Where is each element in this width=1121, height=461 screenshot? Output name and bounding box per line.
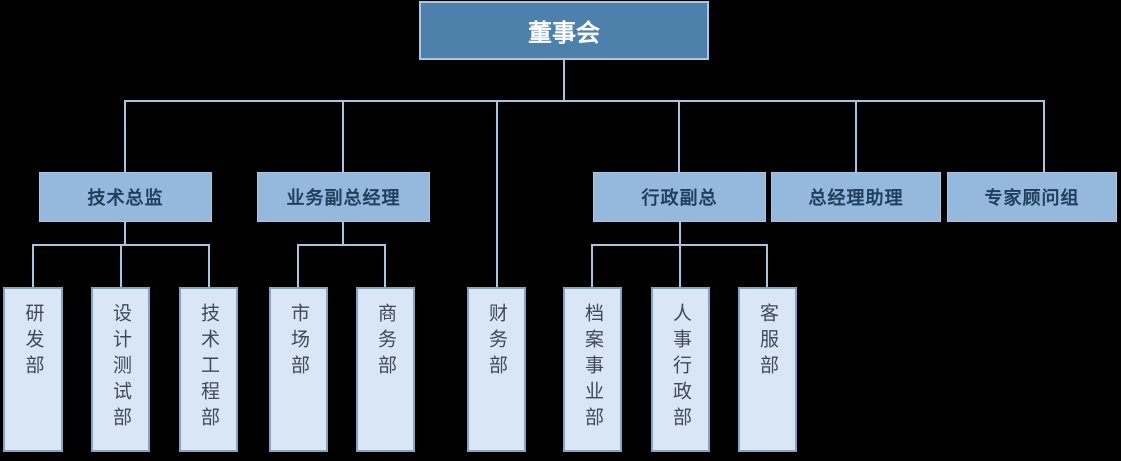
node-label: 技术工程部	[198, 303, 219, 433]
node-archives-dept[interactable]: 档案事业部	[563, 287, 622, 452]
node-label: 人事行政部	[670, 303, 691, 433]
node-tech-director[interactable]: 技术总监	[39, 172, 212, 222]
connector-hbar-admin-vp	[591, 244, 768, 246]
node-hr-admin-dept[interactable]: 人事行政部	[651, 287, 710, 452]
node-customer-service-dept[interactable]: 客服部	[738, 287, 797, 452]
node-label: 行政副总	[641, 188, 718, 208]
node-label: 财务部	[486, 303, 507, 381]
connector-drop-customer-service-dept	[766, 246, 768, 287]
node-label: 档案事业部	[582, 303, 603, 433]
connector-root-stub	[563, 60, 565, 100]
connector-drop-gm-assistant	[855, 102, 857, 172]
node-label: 市场部	[288, 303, 309, 381]
connector-stub-admin-vp	[679, 222, 681, 244]
connector-hbar-tech-director	[32, 244, 210, 246]
connector-drop-hr-admin-dept	[679, 246, 681, 287]
connector-drop-design-testing-dept	[120, 246, 122, 287]
node-design-testing-dept[interactable]: 设计测试部	[91, 287, 150, 452]
node-label: 董事会	[528, 20, 600, 47]
connector-drop-marketing-dept	[297, 246, 299, 287]
connector-drop-admin-vp	[678, 102, 680, 172]
connector-stub-tech-director	[124, 222, 126, 244]
node-tech-engineering-dept[interactable]: 技术工程部	[179, 287, 238, 452]
connector-bus	[124, 100, 1045, 102]
connector-drop-business-vp	[342, 102, 344, 172]
connector-drop-commerce-dept	[384, 246, 386, 287]
node-expert-advisors[interactable]: 专家顾问组	[947, 172, 1117, 222]
connector-drop-expert-advisors	[1043, 102, 1045, 172]
connector-drop-tech-engineering-dept	[208, 246, 210, 287]
node-admin-vp[interactable]: 行政副总	[593, 172, 766, 222]
node-label: 商务部	[375, 303, 396, 381]
node-label: 设计测试部	[110, 303, 131, 433]
node-label: 研发部	[22, 303, 44, 381]
node-board[interactable]: 董事会	[419, 1, 709, 60]
node-business-vp[interactable]: 业务副总经理	[257, 172, 430, 222]
connector-drop-tech-director	[124, 102, 126, 172]
node-label: 客服部	[757, 303, 778, 381]
node-gm-assistant[interactable]: 总经理助理	[771, 172, 941, 222]
node-label: 专家顾问组	[984, 188, 1080, 208]
connector-drop-finance-dept	[496, 102, 498, 287]
node-label: 总经理助理	[808, 188, 904, 208]
node-commerce-dept[interactable]: 商务部	[356, 287, 415, 452]
node-rd-dept[interactable]: 研发部	[3, 287, 63, 452]
node-finance-dept[interactable]: 财务部	[467, 287, 526, 452]
node-marketing-dept[interactable]: 市场部	[269, 287, 328, 452]
connector-drop-archives-dept	[591, 246, 593, 287]
connector-drop-rd-dept	[32, 246, 34, 287]
connector-stub-business-vp	[342, 222, 344, 244]
node-label: 技术总监	[87, 188, 164, 208]
node-label: 业务副总经理	[286, 188, 401, 208]
connector-hbar-business-vp	[297, 244, 386, 246]
